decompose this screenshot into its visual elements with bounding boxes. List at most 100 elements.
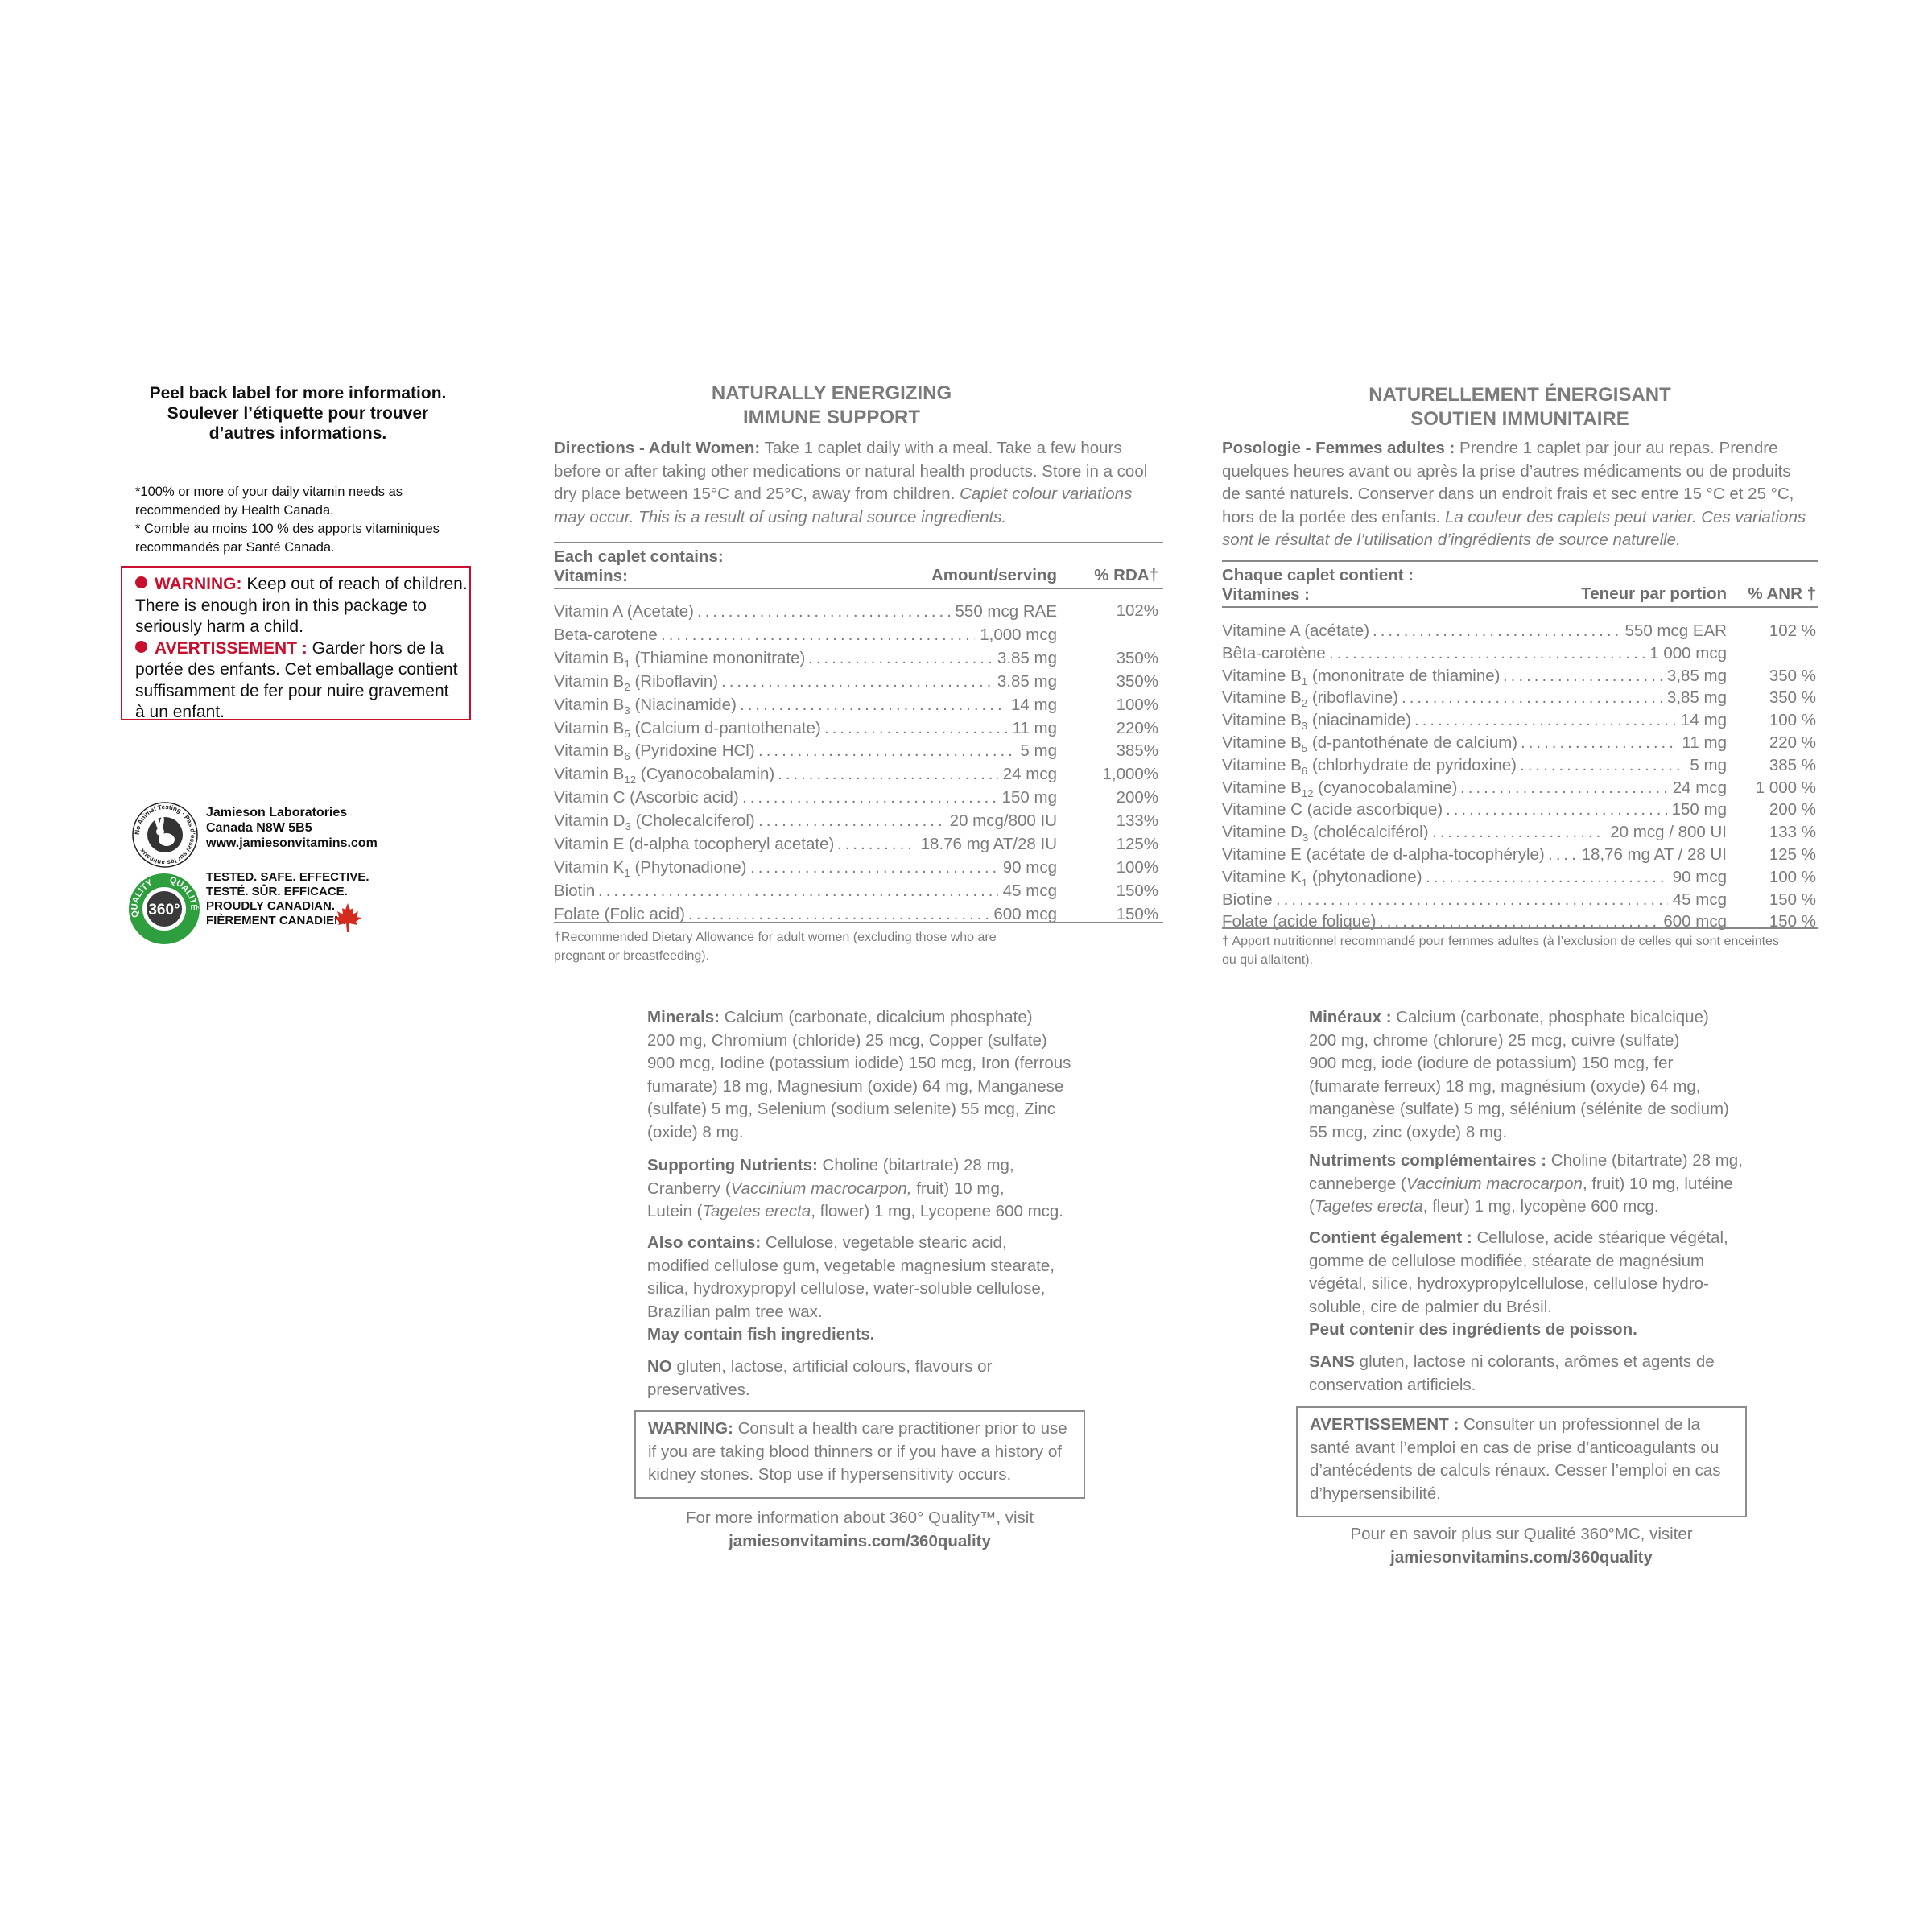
fr-note-line: † Apport nutritionnel recommandé pour fe…: [1222, 935, 1779, 948]
nutrient-name: Vitamine B1 (mononitrate de thiamine): [1222, 666, 1501, 687]
nutrient-name: Vitamin B2 (Riboflavin): [554, 671, 719, 693]
nutrient-name: Vitamin A (Acetate): [554, 602, 694, 621]
fr-fish-allergen: Peut contenir des ingrédients de poisson…: [1309, 1320, 1637, 1339]
nutrient-name: Vitamine A (acétate): [1222, 621, 1370, 640]
table-rule: [554, 542, 1163, 543]
fr-title: NATURELLEMENT ÉNERGISANT SOUTIEN IMMUNIT…: [1222, 383, 1818, 431]
vitamin-subscript: 1: [1301, 675, 1308, 687]
en-directions-text: before or after taking other medications…: [554, 461, 1148, 481]
nutrient-row: Vitamine B12 (cyanocobalamine)..........…: [1222, 778, 1818, 801]
company-line: Canada N8W 5B5: [206, 821, 312, 835]
nutrient-amount: 11 mg: [1682, 733, 1727, 752]
en-supporting-text: , flower) 1 mg, Lycopene 600 mcg.: [811, 1202, 1063, 1220]
en-no-text: preservatives.: [647, 1380, 750, 1399]
en-title: NATURALLY ENERGIZING IMMUNE SUPPORT: [554, 382, 1109, 430]
fr-table-header: Chaque caplet contient :: [1222, 566, 1414, 584]
fr-directions-text: hors de la portée des enfants.: [1222, 507, 1445, 526]
leader-dots: ........................................…: [598, 881, 998, 900]
nutrient-amount: 3,85 mg: [1666, 666, 1727, 685]
nutrient-amount: 3.85 mg: [997, 671, 1057, 691]
vitamin-subscript: 12: [1301, 786, 1314, 799]
en-also-label: Also contains:: [647, 1233, 762, 1252]
en-warning-text: Consult a health care practitioner prior…: [733, 1419, 1067, 1438]
nutrient-amount: 11 mg: [1012, 718, 1057, 737]
fr-minerals-text: (fumarate ferreux) 18 mg, magnésium (oxy…: [1309, 1076, 1701, 1096]
fr-directions-italic: La couleur des caplets peut varier. Ces …: [1444, 507, 1806, 526]
en-warning-box: WARNING: Consult a health care practitio…: [634, 1410, 1085, 1499]
nutrient-pct: 150%: [1116, 904, 1158, 923]
nutrient-name: Vitamine K1 (phytonadione): [1222, 867, 1422, 889]
leader-dots: ........................................…: [1414, 711, 1676, 730]
fr-minerals-text: 900 mcg, iode (iodure de potassium) 150 …: [1309, 1054, 1674, 1072]
leader-dots: ........................................…: [758, 811, 945, 831]
warning-bullet-icon: [135, 640, 147, 653]
en-url-link[interactable]: jamiesonvitamins.com/360quality: [729, 1531, 991, 1550]
fr-url-link[interactable]: jamiesonvitamins.com/360quality: [1390, 1547, 1653, 1567]
en-warning-text: kidney stones. Stop use if hypersensitiv…: [648, 1465, 1012, 1484]
nutrient-amount: 3.85 mg: [997, 648, 1057, 667]
fr-warning-text: Consulter un professionnel de la: [1459, 1415, 1700, 1434]
fr-supporting-text: Choline (bitartrate) 28 mg,: [1546, 1151, 1743, 1170]
nutrient-row: Biotin..................................…: [554, 881, 1163, 905]
nutrient-row: Vitamine B3 (niacinamide)...............…: [1222, 711, 1818, 733]
fr-no-list: SANS gluten, lactose ni colorants, arôme…: [1309, 1351, 1715, 1397]
nutrient-row: Bêta-carotène...........................…: [1222, 644, 1818, 667]
nutrient-name: Vitamin D3 (Cholecalciferol): [554, 811, 755, 833]
en-note-line: pregnant or breastfeeding).: [554, 949, 710, 963]
nutrient-amount: 550 mcg RAE: [955, 602, 1057, 621]
en-minerals-text: 900 mcg, Iodine (potassium iodide) 150 m…: [647, 1054, 1071, 1072]
fr-also-text: Cellulose, acide stéarique végétal,: [1472, 1228, 1728, 1247]
nutrient-amount: 24 mcg: [1002, 765, 1057, 784]
table-rule: [1222, 560, 1818, 562]
vitamin-subscript: 3: [625, 820, 631, 833]
nutrient-pct: 100 %: [1769, 867, 1816, 886]
fr-warning-text: santé avant l’emploi en cas de prise d’a…: [1310, 1438, 1719, 1457]
fr-nutrition-table: Chaque caplet contient : Vitamines : Ten…: [1222, 560, 1818, 931]
nutrient-row: Vitamin C (Ascorbic acid) ..............…: [554, 788, 1163, 811]
nutrient-name: Vitamine B12 (cyanocobalamine): [1222, 778, 1458, 799]
fr-directions-text: de santé naturels. Conserver dans un end…: [1222, 485, 1794, 503]
fr-minerals: Minéraux : Calcium (carbonate, phosphate…: [1309, 1006, 1729, 1144]
avertissement-text: portée des enfants. Cet emballage contie…: [135, 660, 458, 679]
nutrient-row: Vitamin B3 (Niacinamide)................…: [554, 696, 1163, 719]
fr-more-info: Pour en savoir plus sur Qualité 360°MC, …: [1296, 1523, 1747, 1569]
nutrient-amount: 20 mcg / 800 UI: [1610, 823, 1727, 842]
vitamin-subscript: 6: [1301, 764, 1308, 777]
fr-warning-label: AVERTISSEMENT :: [1310, 1415, 1459, 1434]
fr-directions-text: Prendre 1 caplet par jour au repas. Pren…: [1455, 439, 1778, 457]
en-directions-text: dry place between 15°C and 25°C, away fr…: [554, 485, 960, 503]
nutrient-pct: 350%: [1116, 648, 1158, 667]
nutrient-name: Biotine: [1222, 890, 1273, 909]
en-no-text: gluten, lactose, artificial colours, fla…: [671, 1357, 993, 1376]
fr-vitA-pct: 102 %: [1769, 621, 1816, 640]
nutrient-row: Vitamine C (acide ascorbique) ..........…: [1222, 800, 1818, 823]
peel-line: Peel back label for more information.: [149, 384, 447, 402]
en-minerals-text: (oxide) 8 mg.: [647, 1122, 744, 1141]
leader-dots: ........................................…: [1276, 890, 1668, 909]
leader-dots: ........................................…: [1432, 823, 1605, 842]
footnote-line: * Comble au moins 100 % des apports vita…: [135, 522, 440, 536]
leader-dots: ........................................…: [1373, 621, 1620, 640]
nutrient-name: Vitamin B3 (Niacinamide): [554, 695, 737, 716]
nutrient-row: Vitamin B12 (Cyanocobalamin) ...........…: [554, 765, 1163, 788]
en-supporting-text: Cranberry (: [647, 1179, 731, 1198]
vitamin-subscript: 5: [1301, 742, 1308, 755]
table-rule: [1222, 927, 1818, 929]
tested-line: PROUDLY CANADIAN.: [206, 899, 336, 913]
nutrient-name: Folate (acide folique): [1222, 912, 1377, 931]
nutrient-amount: 45 mcg: [1002, 881, 1057, 900]
nutrient-pct: 350 %: [1769, 688, 1816, 708]
en-supporting-italic: Vaccinium macrocarpon,: [730, 1179, 912, 1198]
fr-col-amount: Teneur par portion: [1581, 584, 1727, 603]
en-supporting: Supporting Nutrients: Choline (bitartrat…: [647, 1154, 1063, 1224]
warning-text: seriously harm a child.: [135, 617, 303, 636]
nutrient-amount: 14 mg: [1681, 711, 1727, 730]
nutrient-pct: 133 %: [1769, 823, 1816, 842]
en-directions-text: Take 1 caplet daily with a meal. Take a …: [760, 439, 1122, 457]
avertissement-text: suffisamment de fer pour nuire gravement: [135, 681, 449, 700]
nutrient-amount: 45 mcg: [1672, 890, 1727, 909]
peel-line: d’autres informations.: [208, 424, 387, 443]
tested-line: TESTED. SAFE. EFFECTIVE.: [206, 870, 369, 884]
en-nutrition-table: Each caplet contains: Vitamins: Amount/s…: [554, 542, 1163, 928]
en-minerals-label: Minerals:: [647, 1008, 720, 1026]
